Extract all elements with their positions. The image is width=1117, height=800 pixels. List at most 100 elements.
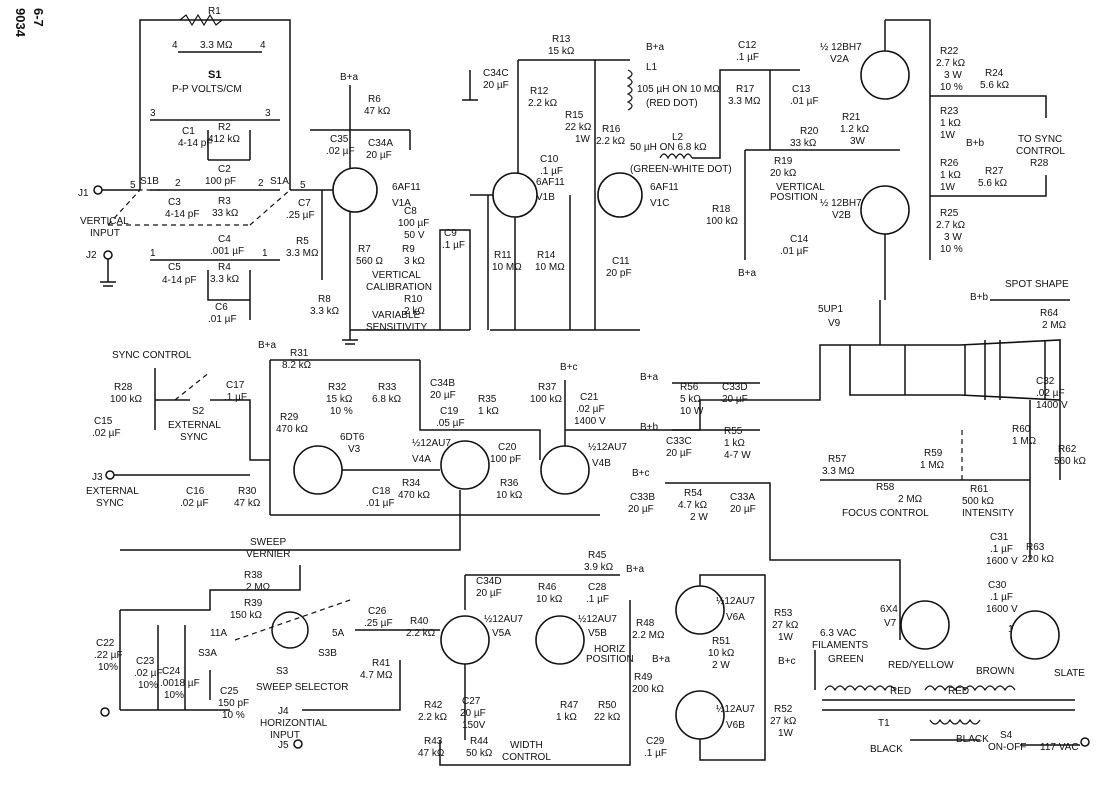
c33b-value: 20 µF xyxy=(628,504,654,515)
page-number: 6-7 xyxy=(31,8,46,27)
r3-value: 33 kΩ xyxy=(212,208,239,219)
r26-value: 1 kΩ xyxy=(940,170,961,181)
r21-value: 1.2 kΩ xyxy=(840,124,870,135)
filament-label-2: FILAMENTS xyxy=(812,640,868,651)
r61-value: 500 kΩ xyxy=(962,496,994,507)
r8-value: 3.3 kΩ xyxy=(310,306,340,317)
ext-label-1: EXTERNAL xyxy=(86,486,139,497)
page-header: 9034 6-7 xyxy=(13,8,46,38)
s3-label: S3 xyxy=(276,666,289,677)
vp-label-2: POSITION xyxy=(770,192,818,203)
c26-label: C26 xyxy=(368,606,387,617)
r58-value: 2 MΩ xyxy=(898,494,923,505)
r23-label: R23 xyxy=(940,106,959,117)
c35-value: .02 µF xyxy=(326,146,355,157)
c18-label: C18 xyxy=(372,486,391,497)
r6-value: 47 kΩ xyxy=(364,106,391,117)
c27-voltage: 150V xyxy=(462,720,486,731)
r7-value: 560 Ω xyxy=(356,256,383,267)
c10-value: .1 µF xyxy=(540,166,563,177)
v1a-stage: B+a R6 47 kΩ C35 .02 µF C34A 20 µF 6AF11… xyxy=(286,72,471,345)
c24-tol: 10% xyxy=(164,690,184,701)
on-off-label: ON-OFF xyxy=(988,742,1026,753)
r49-label: R49 xyxy=(634,672,653,683)
transformer-section: 6.3 VAC FILAMENTS GREEN 6X4 V7 RED/YELLO… xyxy=(812,600,1090,755)
c3-label: C3 xyxy=(168,197,181,208)
r17-value: 3.3 MΩ xyxy=(728,96,761,107)
r58-label: R58 xyxy=(876,482,895,493)
c31-value: .1 µF xyxy=(990,544,1013,555)
r38-value: 2 MΩ xyxy=(246,582,271,593)
svg-text:4: 4 xyxy=(172,40,178,51)
r53-label: R53 xyxy=(774,608,793,619)
vs-label-2: SENSITIVITY xyxy=(366,322,427,333)
r23-value: 1 kΩ xyxy=(940,118,961,129)
c25-label: C25 xyxy=(220,686,239,697)
r31-value: 8.2 kΩ xyxy=(282,360,312,371)
c22-tol: 10% xyxy=(98,662,118,673)
j2-label: J2 xyxy=(86,250,97,261)
r23-watt: 1W xyxy=(940,130,956,141)
r41-label: R41 xyxy=(372,658,391,669)
svg-text:2: 2 xyxy=(258,178,264,189)
r50-value: 22 kΩ xyxy=(594,712,621,723)
c29-value: .1 µF xyxy=(644,748,667,759)
c7-value: .25 µF xyxy=(286,210,315,221)
c6-value: .01 µF xyxy=(208,314,237,325)
c33c-value: 20 µF xyxy=(666,448,692,459)
r55-watt: 4-7 W xyxy=(724,450,751,461)
r25-label: R25 xyxy=(940,208,959,219)
ext-label-2: SYNC xyxy=(96,498,124,509)
r46-label: R46 xyxy=(538,582,557,593)
r25-watt: 3 W xyxy=(944,232,962,243)
v6b-type: ½12AU7 xyxy=(716,704,755,715)
r45-label: R45 xyxy=(588,550,607,561)
s4-label: S4 xyxy=(1000,730,1013,741)
r40-value: 2.2 kΩ xyxy=(406,628,436,639)
v1b-type: 6AF11 xyxy=(536,177,565,188)
r14-label: R14 xyxy=(537,250,556,261)
c1-label: C1 xyxy=(182,126,195,137)
tsc-r28: R28 xyxy=(1030,158,1049,169)
v5a-label: V5A xyxy=(492,628,511,639)
c21-voltage: 1400 V xyxy=(574,416,606,427)
c6-label: C6 xyxy=(215,302,228,313)
v2a-type: ½ 12BH7 xyxy=(820,42,862,53)
r34-value: 470 kΩ xyxy=(398,490,430,501)
r64-value: 2 MΩ xyxy=(1042,320,1067,331)
r49-value: 200 kΩ xyxy=(632,684,664,695)
r21-watt: 3W xyxy=(850,136,866,147)
crt-type: 5UP1 xyxy=(818,304,843,315)
svg-text:5: 5 xyxy=(300,180,306,191)
t1-label: T1 xyxy=(878,718,890,729)
r44-label: R44 xyxy=(470,736,489,747)
r33-label: R33 xyxy=(378,382,397,393)
r9-value: 3 kΩ xyxy=(404,256,425,267)
c18-value: .01 µF xyxy=(366,498,395,509)
r30-value: 47 kΩ xyxy=(234,498,261,509)
ac-label: 117 VAC xyxy=(1040,742,1079,753)
c17-value: .1 µF xyxy=(224,392,247,403)
r2-value: 412 kΩ xyxy=(208,134,240,145)
c8-value: 100 µF xyxy=(398,218,429,229)
s3b-label: S3B xyxy=(318,648,337,659)
r52-watt: 1W xyxy=(778,728,794,739)
c31-label: C31 xyxy=(990,532,1009,543)
r60-label: R60 xyxy=(1012,424,1031,435)
j3-label: J3 xyxy=(92,472,103,483)
r35-value: 1 kΩ xyxy=(478,406,499,417)
c34a-value: 20 µF xyxy=(366,150,392,161)
focus-control-label: FOCUS CONTROL xyxy=(842,508,929,519)
r28-value: 100 kΩ xyxy=(110,394,142,405)
r3-label: R3 xyxy=(218,196,231,207)
c2-label: C2 xyxy=(218,164,231,175)
c5-value: 4-14 pF xyxy=(162,275,196,286)
l1-label: L1 xyxy=(646,62,658,73)
v6a-label: V6A xyxy=(726,612,745,623)
c22-label: C22 xyxy=(96,638,115,649)
svg-text:5: 5 xyxy=(130,180,136,191)
r56-value: 5 kΩ xyxy=(680,394,701,405)
v3-label: V3 xyxy=(348,444,361,455)
r37-value: 100 kΩ xyxy=(530,394,562,405)
